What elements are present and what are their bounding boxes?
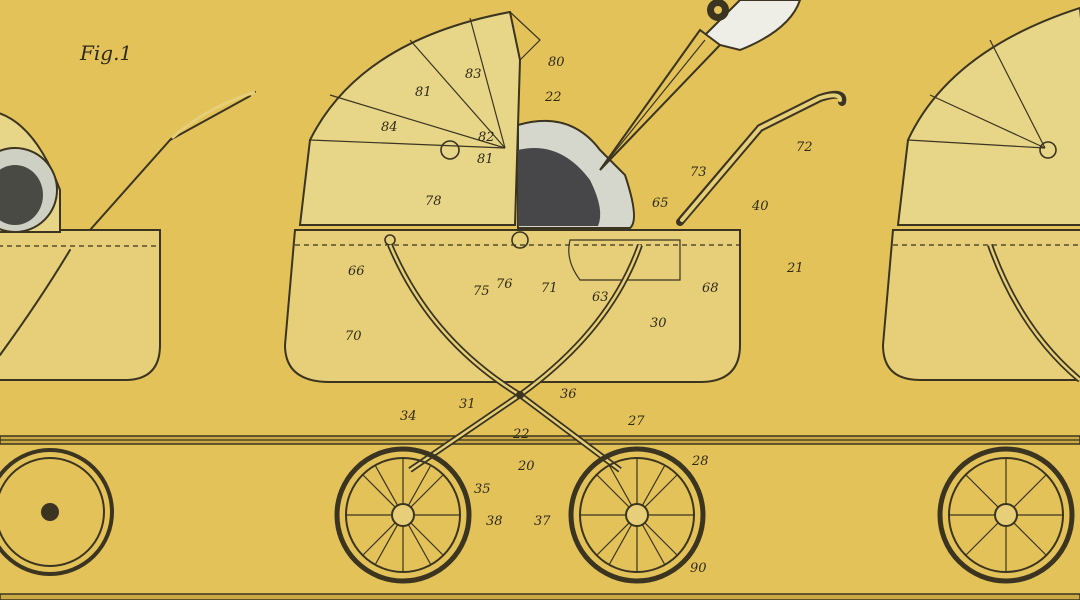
ref-label-37: 37 [534, 514, 551, 529]
ref-label-70: 70 [345, 329, 362, 344]
ref-label-28: 28 [691, 454, 709, 469]
ref-label-21: 21 [786, 261, 804, 276]
ref-label-34: 34 [400, 409, 417, 424]
ref-label-27: 27 [627, 414, 645, 429]
ref-label-30: 30 [650, 316, 667, 331]
ref-label-36: 36 [560, 387, 577, 402]
bird-beak-icon [599, 0, 802, 171]
ref-label-40: 40 [751, 199, 769, 214]
ref-label-35: 35 [474, 482, 491, 497]
ref-label-66: 66 [348, 264, 365, 279]
ref-label-81b: 81 [477, 152, 494, 167]
gear-icon [707, 0, 729, 21]
ref-label-76: 76 [496, 277, 513, 292]
ref-label-38: 38 [486, 514, 503, 529]
figure-caption: Fig.1 [79, 41, 132, 65]
ref-label-82: 82 [478, 130, 495, 145]
ref-label-73: 73 [690, 165, 707, 180]
ref-label-20: 20 [517, 459, 535, 474]
conveyor-belt [0, 435, 1080, 600]
ref-label-80: 80 [548, 55, 565, 70]
ref-label-75: 75 [473, 284, 490, 299]
center-front-wheel [568, 446, 706, 584]
center-rear-wheel [334, 446, 472, 584]
right-carriage [881, 6, 1080, 584]
ref-label-68: 68 [702, 281, 719, 296]
ref-label-84: 84 [381, 120, 398, 135]
ref-label-81a: 81 [415, 85, 432, 100]
ref-label-90: 90 [690, 561, 707, 576]
left-carriage [0, 90, 256, 576]
center-carriage [283, 10, 847, 584]
ref-label-22b: 22 [512, 427, 530, 442]
ref-label-71: 71 [541, 281, 558, 296]
ref-label-63: 63 [592, 290, 609, 305]
ref-label-83: 83 [465, 67, 482, 82]
ref-label-31: 31 [459, 397, 476, 412]
ref-label-78: 78 [425, 194, 442, 209]
ref-label-72: 72 [796, 140, 813, 155]
ref-label-65: 65 [652, 196, 669, 211]
ref-label-22a: 22 [544, 90, 562, 105]
